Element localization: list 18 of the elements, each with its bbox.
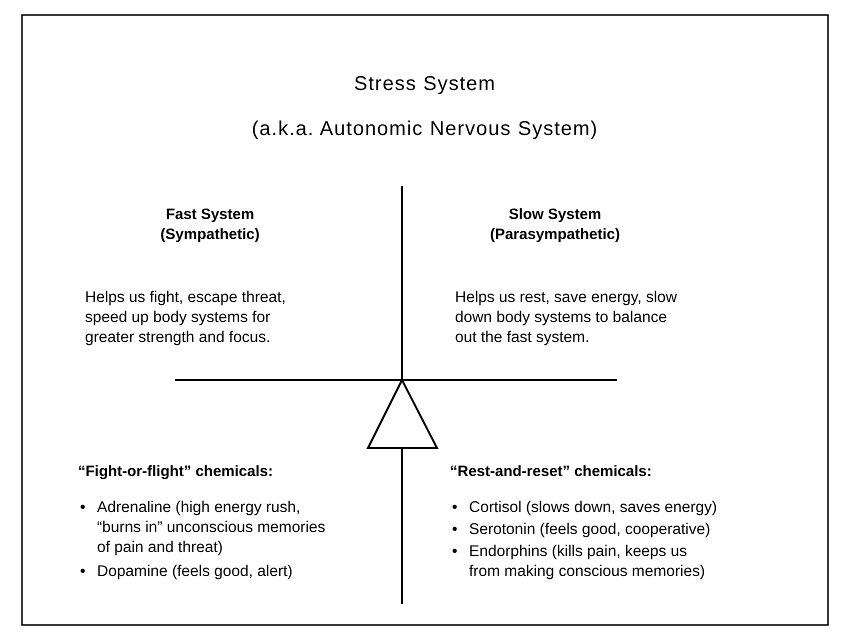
bullet-item: Adrenaline (high energy rush, “burns in” unconscious memories of pain and threat) [97,498,326,558]
bullet-marker: • [452,498,458,518]
column-heading: Fast System (Sympathetic) [159,205,261,245]
diagram-title: Stress System [353,73,497,96]
diagram-subtitle: (a.k.a. Autonomic Nervous System) [250,118,600,141]
bullet-marker: • [80,562,86,582]
column-heading: Slow System (Parasympathetic) [488,205,622,245]
description-text: Helps us rest, save energy, slow down body systems to balance out the fast system. [455,288,678,348]
bullet-item: Dopamine (feels good, alert) [97,562,294,582]
bullet-item: Endorphins (kills pain, keeps us from making conscious memories) [469,542,706,582]
bullet-item: Serotonin (feels good, cooperative) [469,520,712,540]
list-heading: “Rest-and-reset” chemicals: [450,462,652,482]
bullet-marker: • [452,542,458,562]
description-text: Helps us fight, escape threat, speed up body systems for greater strength and focus. [85,288,287,348]
bullet-marker: • [80,498,86,518]
bullet-item: Cortisol (slows down, saves energy) [469,498,718,518]
bullet-marker: • [452,520,458,540]
list-heading: “Fight-or-flight” chemicals: [78,462,273,482]
